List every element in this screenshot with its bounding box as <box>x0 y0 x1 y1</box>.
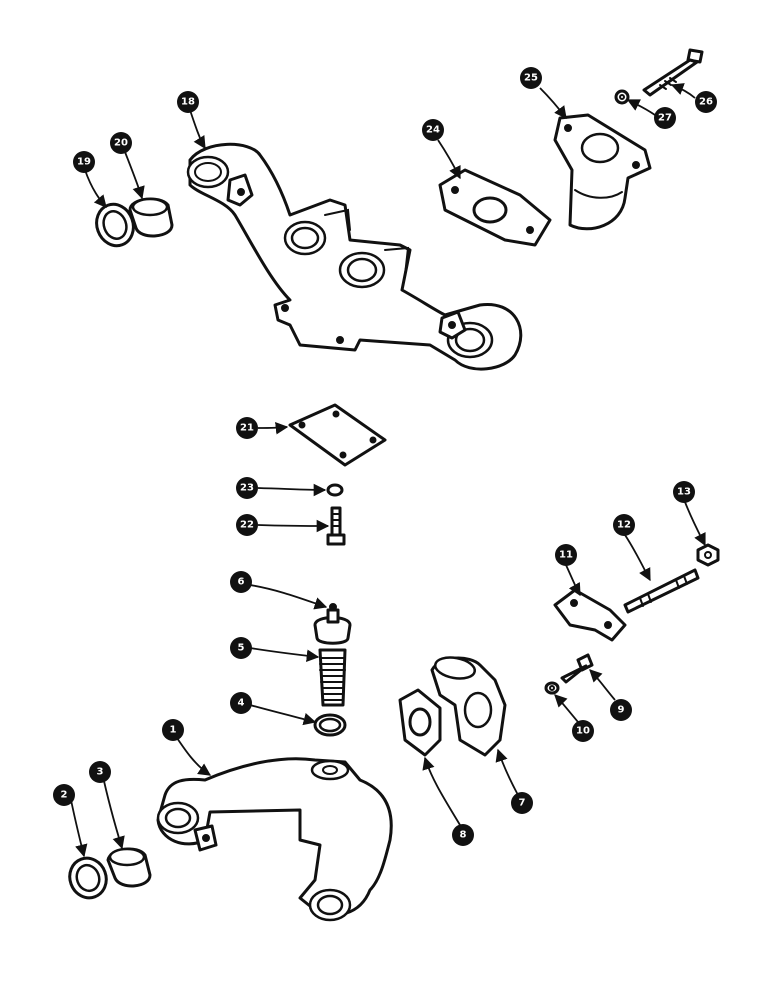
sleeve-part-20 <box>128 197 174 238</box>
thermostat-part-5-6 <box>313 603 352 707</box>
stud-part-12 <box>623 568 700 614</box>
svg-text:3: 3 <box>97 767 104 778</box>
callout-19: 19 <box>73 151 95 173</box>
lower-manifold-part-1 <box>156 757 393 922</box>
callout-10: 10 <box>572 720 594 742</box>
cover-plate-part-21 <box>288 403 387 467</box>
callout-7: 7 <box>511 792 533 814</box>
svg-text:20: 20 <box>114 138 128 149</box>
svg-text:4: 4 <box>238 698 245 709</box>
callout-4: 4 <box>230 692 252 714</box>
svg-text:13: 13 <box>677 487 691 498</box>
upper-manifold-part-18 <box>186 142 523 371</box>
callout-1: 1 <box>162 719 184 741</box>
bolt-part-26 <box>642 48 704 97</box>
callout-5: 5 <box>230 637 252 659</box>
ring-part-2 <box>68 856 108 900</box>
svg-text:9: 9 <box>618 705 625 716</box>
washer-part-10 <box>544 681 560 695</box>
svg-text:5: 5 <box>238 643 245 654</box>
callout-27: 27 <box>654 107 676 129</box>
svg-text:23: 23 <box>240 483 254 494</box>
nut-part-13 <box>696 543 720 567</box>
callout-9: 9 <box>610 699 632 721</box>
svg-text:7: 7 <box>519 798 526 809</box>
svg-text:26: 26 <box>699 97 713 108</box>
svg-text:1: 1 <box>170 725 177 736</box>
callout-13: 13 <box>673 481 695 503</box>
svg-text:19: 19 <box>77 157 91 168</box>
gasket-part-24 <box>438 168 552 247</box>
housing-elbow-part-7 <box>430 656 507 757</box>
seal-part-4 <box>313 713 347 737</box>
sleeve-part-3 <box>106 847 152 888</box>
callout-22: 22 <box>236 514 258 536</box>
gasket-part-8 <box>398 688 442 757</box>
callout-12: 12 <box>613 514 635 536</box>
callout-24: 24 <box>422 119 444 141</box>
svg-text:12: 12 <box>617 520 631 531</box>
callout-26: 26 <box>695 91 717 113</box>
callout-8: 8 <box>452 824 474 846</box>
svg-text:24: 24 <box>426 125 440 136</box>
clamp-part-11 <box>553 588 627 642</box>
svg-text:2: 2 <box>61 790 68 801</box>
svg-text:25: 25 <box>524 73 538 84</box>
callout-20: 20 <box>110 132 132 154</box>
elbow-outlet-part-25 <box>553 113 652 231</box>
callout-21: 21 <box>236 417 258 439</box>
svg-text:6: 6 <box>238 577 245 588</box>
bolt-part-22 <box>326 506 346 546</box>
svg-text:21: 21 <box>240 423 254 434</box>
svg-text:27: 27 <box>658 113 672 124</box>
svg-text:10: 10 <box>576 726 590 737</box>
washer-part-23 <box>326 483 344 497</box>
callout-25: 25 <box>520 67 542 89</box>
svg-text:22: 22 <box>240 520 254 531</box>
bolt-part-9 <box>560 653 594 684</box>
callout-6: 6 <box>230 571 252 593</box>
nut-part-27 <box>614 89 630 105</box>
callout-18: 18 <box>177 91 199 113</box>
callout-3: 3 <box>89 761 111 783</box>
callout-23: 23 <box>236 477 258 499</box>
callout-11: 11 <box>555 544 577 566</box>
svg-text:11: 11 <box>559 550 573 561</box>
svg-text:18: 18 <box>181 97 195 108</box>
callout-2: 2 <box>53 784 75 806</box>
svg-text:8: 8 <box>460 830 467 841</box>
